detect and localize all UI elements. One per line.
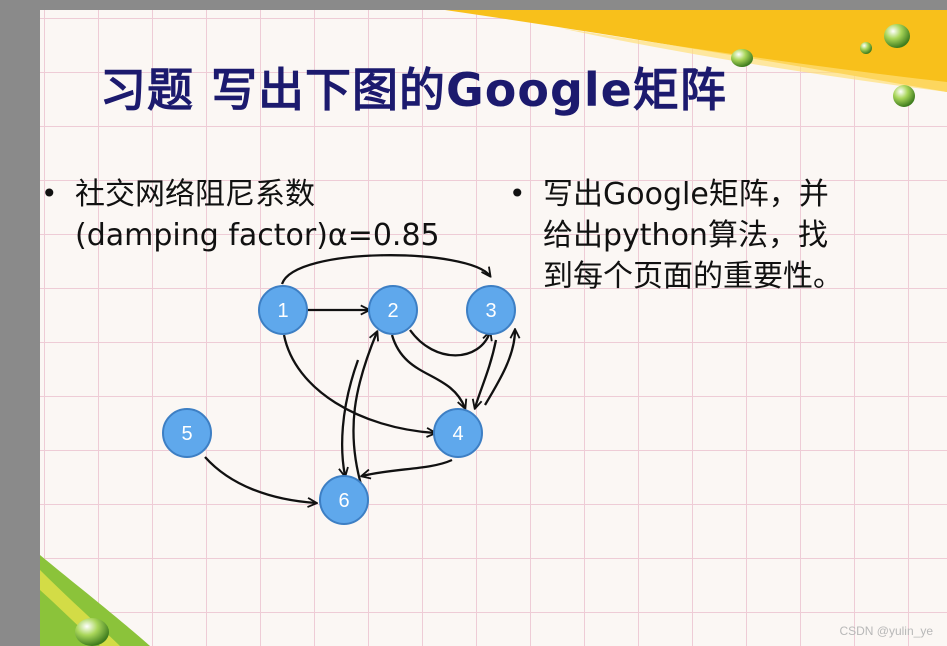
slide: 习题 写出下图的Google矩阵 • 社交网络阻尼系数 (damping fac… — [40, 10, 947, 646]
graph-node: 1 — [259, 286, 307, 334]
edge-3-4 — [475, 340, 496, 408]
graph-node: 3 — [467, 286, 515, 334]
link-graph: 1 2 3 4 5 6 — [40, 10, 947, 646]
edge-4-6 — [362, 460, 452, 476]
edge-6-2 — [353, 332, 377, 488]
node-label: 5 — [181, 423, 192, 445]
node-label: 6 — [338, 490, 349, 512]
node-label: 1 — [277, 300, 288, 322]
node-label: 3 — [485, 300, 496, 322]
edge-1-3 — [282, 255, 490, 284]
graph-node: 4 — [434, 409, 482, 457]
node-label: 2 — [387, 300, 398, 322]
edge-5-6 — [205, 457, 316, 503]
graph-node: 5 — [163, 409, 211, 457]
watermark: CSDN @yulin_ye — [839, 624, 933, 638]
graph-node: 2 — [369, 286, 417, 334]
graph-node: 6 — [320, 476, 368, 524]
edge-2-4 — [392, 335, 465, 408]
edge-2-3 — [410, 330, 490, 355]
node-label: 4 — [452, 423, 463, 445]
